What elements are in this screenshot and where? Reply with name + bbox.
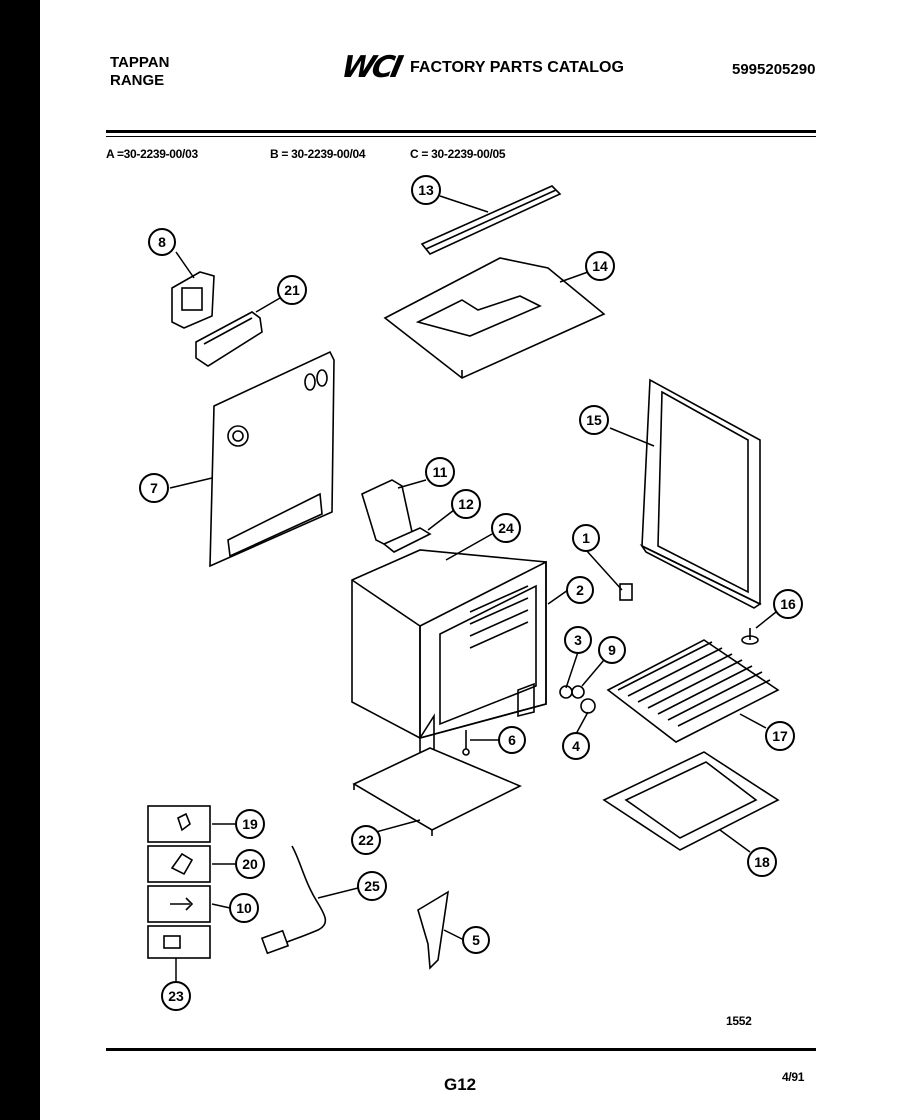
part-side-panel-7	[209, 350, 335, 568]
callout-17: 17	[765, 721, 795, 751]
part-rail-13	[420, 185, 562, 255]
left-scan-border	[0, 0, 40, 1120]
part-top-panel-14	[383, 257, 606, 379]
footer-rule	[106, 1048, 816, 1051]
model-b: B = 30-2239-00/04	[270, 147, 366, 161]
part-clip-5	[417, 890, 450, 970]
svg-text:3: 3	[574, 632, 582, 648]
part-door-frame-15	[639, 378, 762, 609]
svg-text:14: 14	[592, 258, 608, 274]
callout-9: 9	[598, 636, 626, 664]
model-a: A =30-2239-00/03	[106, 147, 198, 161]
svg-text:10: 10	[236, 900, 252, 916]
part-flue-12	[382, 527, 432, 553]
svg-text:4: 4	[572, 738, 580, 754]
svg-text:8: 8	[158, 234, 166, 250]
callout-19: 19	[235, 809, 265, 839]
svg-text:1: 1	[582, 530, 590, 546]
callout-13: 13	[411, 175, 441, 205]
callout-4: 4	[562, 732, 590, 760]
svg-text:20: 20	[242, 856, 258, 872]
svg-text:19: 19	[242, 816, 258, 832]
callout-21: 21	[277, 275, 307, 305]
hardware-packets	[147, 805, 211, 959]
callout-16: 16	[773, 589, 803, 619]
part-panel-21	[195, 311, 263, 367]
callout-15: 15	[579, 405, 609, 435]
model-c: C = 30-2239-00/05	[410, 147, 506, 161]
callout-23: 23	[161, 981, 191, 1011]
callout-25: 25	[357, 871, 387, 901]
svg-text:23: 23	[168, 988, 184, 1004]
part-leveler-16	[741, 628, 759, 645]
callout-1: 1	[572, 524, 600, 552]
svg-text:12: 12	[458, 496, 474, 512]
callout-18: 18	[747, 847, 777, 877]
svg-text:17: 17	[772, 728, 788, 744]
part-power-cord-25	[260, 845, 327, 955]
callout-12: 12	[451, 489, 481, 519]
svg-text:24: 24	[498, 520, 514, 536]
callout-22: 22	[351, 825, 381, 855]
callout-5: 5	[462, 926, 490, 954]
svg-text:7: 7	[150, 480, 158, 496]
page-code: G12	[444, 1075, 477, 1094]
callout-14: 14	[585, 251, 615, 281]
brand-line-1: TAPPAN	[110, 54, 170, 71]
callout-2: 2	[566, 576, 594, 604]
header-rule-bottom	[106, 136, 816, 137]
part-oven-body-2	[351, 549, 547, 768]
callout-10: 10	[229, 893, 259, 923]
part-knob-assembly	[559, 685, 596, 714]
svg-text:15: 15	[586, 412, 602, 428]
callout-11: 11	[425, 457, 455, 487]
header-rule-top	[106, 130, 816, 133]
leader-lines	[169, 195, 777, 984]
part-clip-1	[619, 583, 633, 601]
svg-text:13: 13	[418, 182, 434, 198]
callout-20: 20	[235, 849, 265, 879]
catalog-number: 5995205290	[732, 61, 816, 78]
callout-6: 6	[498, 726, 526, 754]
svg-text:16: 16	[780, 596, 796, 612]
svg-text:2: 2	[576, 582, 584, 598]
callout-7: 7	[139, 473, 169, 503]
svg-text:5: 5	[472, 932, 480, 948]
part-pin-6	[462, 730, 470, 756]
part-bottom-panel-22	[352, 747, 522, 836]
svg-text:22: 22	[358, 832, 374, 848]
svg-text:21: 21	[284, 282, 300, 298]
part-oven-rack-17	[606, 639, 780, 743]
svg-text:6: 6	[508, 732, 516, 748]
drawing-number: 1552	[726, 1014, 752, 1028]
svg-text:25: 25	[364, 878, 380, 894]
catalog-title: FACTORY PARTS CATALOG	[410, 59, 624, 76]
part-bracket-8	[171, 271, 215, 329]
brand-line-2: RANGE	[110, 72, 165, 89]
part-broiler-pan-18	[602, 751, 780, 851]
callout-3: 3	[564, 626, 592, 654]
svg-text:9: 9	[608, 642, 616, 658]
svg-text:11: 11	[433, 464, 448, 480]
callout-8: 8	[148, 228, 176, 256]
revision-date: 4/91	[782, 1070, 805, 1084]
svg-text:18: 18	[754, 854, 770, 870]
callout-24: 24	[491, 513, 521, 543]
